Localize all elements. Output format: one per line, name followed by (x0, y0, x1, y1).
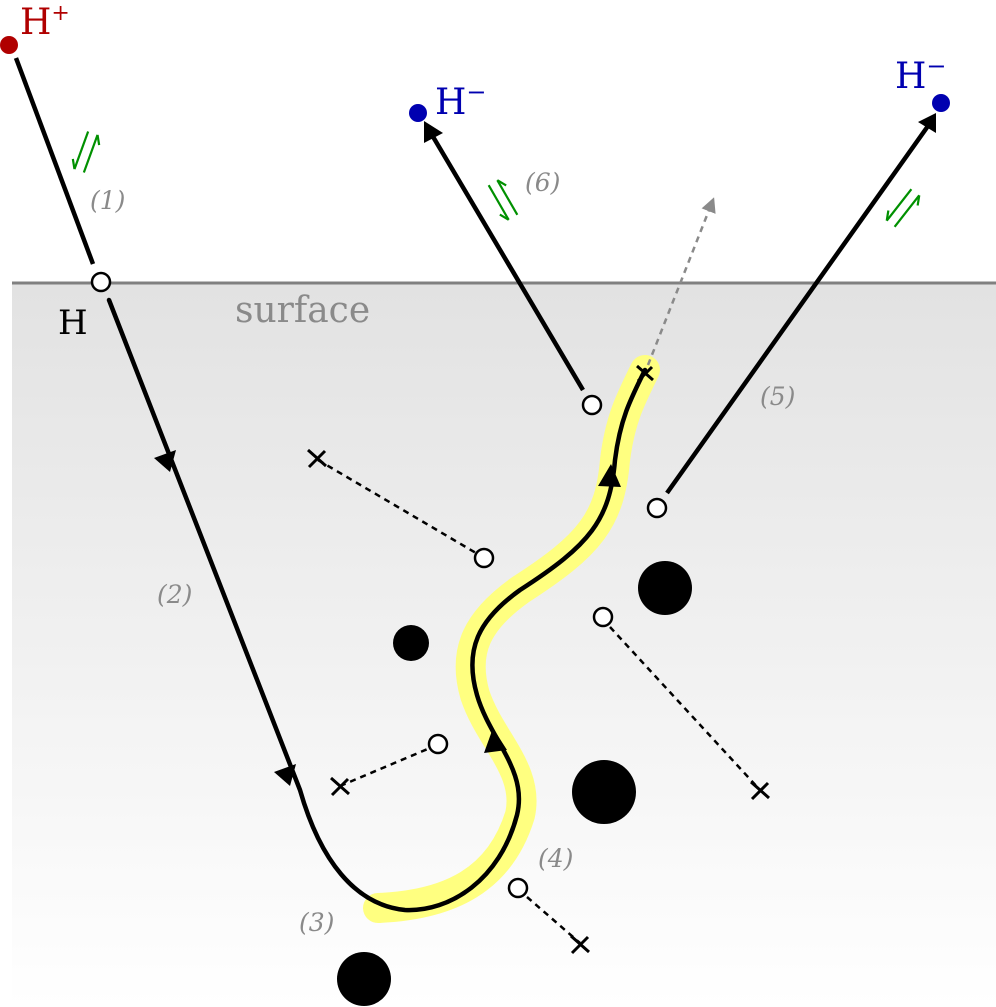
direction-arrowhead-1 (154, 450, 176, 472)
step-label-5: (5) (760, 382, 795, 411)
cross-markers (307, 364, 770, 955)
equilibrium-arrows-6 (487, 179, 519, 221)
direction-arrowhead-3 (484, 728, 507, 753)
lattice-atoms (337, 561, 692, 1006)
incoming-ion-path (13, 57, 96, 265)
surface-label: surface (235, 290, 370, 331)
outgoing-path-5 (665, 124, 930, 495)
direction-arrowhead-2 (274, 764, 296, 786)
negative-ion-label-left: H− (435, 78, 487, 123)
step-label-6: (6) (525, 168, 560, 197)
positive-ion-label: H+ (20, 1, 70, 43)
step-label-2: (2) (157, 580, 192, 609)
bulk-region (12, 283, 996, 1007)
outgoing-arrowhead-6 (424, 121, 443, 143)
open-markers (90, 271, 668, 899)
step-label-3: (3) (299, 908, 334, 937)
equilibrium-arrows-1 (71, 131, 101, 173)
negative-ion-dot-right (932, 94, 950, 112)
recoil-lines (317, 458, 761, 944)
equilibrium-arrows-5 (885, 188, 921, 228)
negative-ion-label-right: H− (895, 52, 947, 97)
negative-ion-dot-left (409, 104, 427, 122)
positive-ion-dot (0, 36, 18, 54)
escape-dashed-arrow (646, 197, 716, 366)
outgoing-arrowhead-5 (918, 113, 936, 133)
step-label-4: (4) (538, 844, 573, 873)
atom-label: H (58, 303, 88, 343)
direction-arrowhead-4 (598, 464, 621, 487)
step-label-1: (1) (90, 186, 125, 215)
outgoing-path-6 (430, 133, 585, 392)
